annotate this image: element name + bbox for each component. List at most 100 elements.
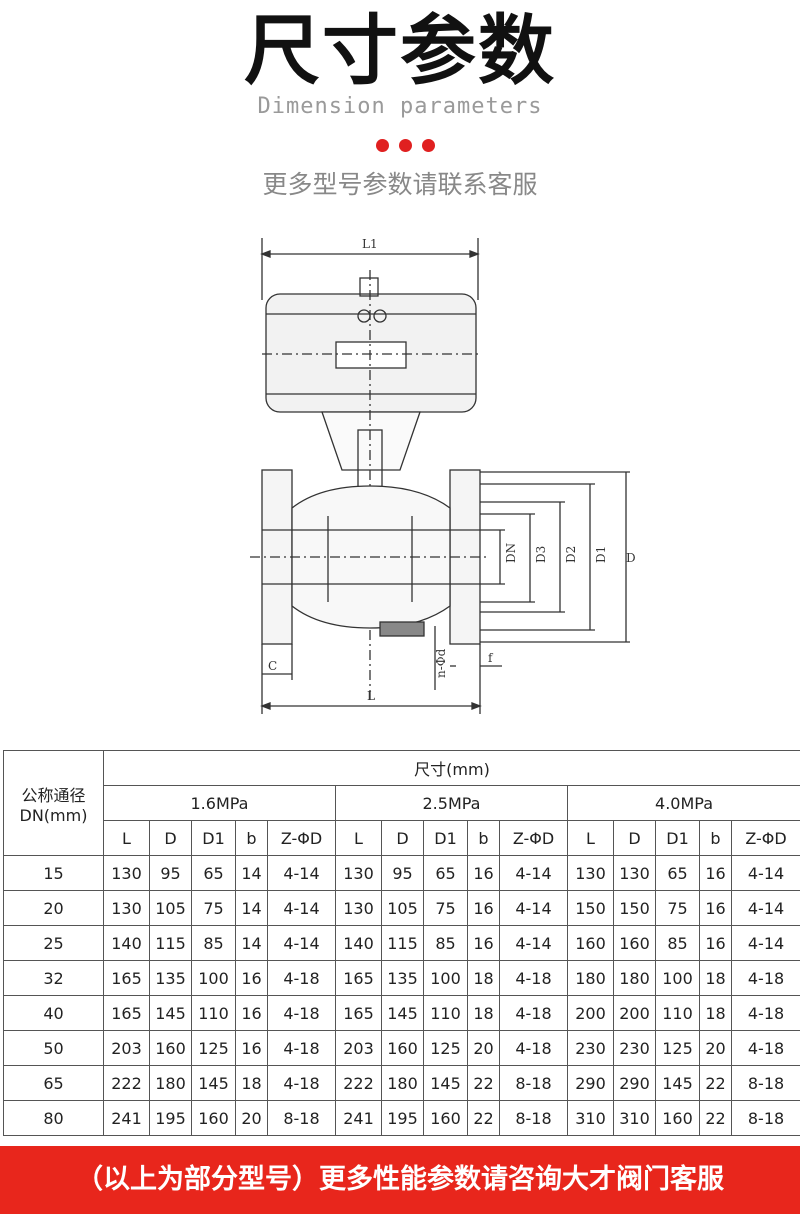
cell-value: 165 [335,960,382,996]
cell-value: 165 [103,995,150,1031]
column-header: D1 [655,820,700,856]
cell-value: 150 [613,890,656,926]
cell-value: 241 [103,1100,150,1136]
cell-value: 16 [235,1030,268,1066]
cell-value: 18 [467,995,500,1031]
cell-value: 160 [655,1100,700,1136]
cell-value: 14 [235,925,268,961]
header-pressure-40: 4.0MPa [566,785,800,821]
label-d: D [626,551,636,565]
cell-value: 22 [467,1100,500,1136]
label-c: C [268,659,277,673]
cell-value: 4-18 [267,995,336,1031]
cell-value: 203 [103,1030,150,1066]
cell-value: 8-18 [267,1100,336,1136]
cell-value: 160 [567,925,614,961]
cell-value: 18 [699,960,732,996]
cell-value: 8-18 [499,1065,568,1101]
column-header: Z-ΦD [267,820,336,856]
cell-value: 14 [235,855,268,891]
column-header: Z-ΦD [730,820,800,856]
cell-value: 4-14 [730,890,800,926]
cell-value: 222 [103,1065,150,1101]
cell-value: 14 [235,890,268,926]
cell-value: 8-18 [730,1100,800,1136]
cell-value: 20 [699,1030,732,1066]
cell-value: 165 [335,995,382,1031]
cell-value: 16 [699,890,732,926]
cell-value: 4-18 [267,1030,336,1066]
cell-dn: 40 [3,995,104,1031]
cell-value: 290 [567,1065,614,1101]
cell-value: 145 [655,1065,700,1101]
cell-value: 135 [149,960,192,996]
cell-value: 4-14 [267,855,336,891]
cell-value: 140 [335,925,382,961]
cell-value: 4-14 [267,925,336,961]
page-title: 尺寸参数 [244,6,556,95]
cell-value: 16 [699,855,732,891]
cell-value: 4-18 [499,960,568,996]
header-pressure-25: 2.5MPa [335,785,568,821]
page-subtitle: Dimension parameters [257,94,543,119]
cell-dn: 50 [3,1030,104,1066]
cell-value: 160 [149,1030,192,1066]
dimension-table: 公称通径 DN(mm) 尺寸(mm) 1.6MPa 2.5MPa 4.0MPa … [3,750,800,1136]
cell-value: 16 [235,960,268,996]
cell-value: 4-14 [730,855,800,891]
cell-value: 4-18 [267,1065,336,1101]
cell-dn: 20 [3,890,104,926]
cell-value: 180 [149,1065,192,1101]
cell-value: 241 [335,1100,382,1136]
valve-dimension-drawing: L1 L C f n-Φd DN D3 D2 D1 D [250,237,636,714]
cell-value: 4-18 [267,960,336,996]
cell-value: 130 [335,890,382,926]
column-header: L [335,820,382,856]
header-size: 尺寸(mm) [102,750,800,786]
cell-value: 180 [381,1065,424,1101]
cell-value: 65 [423,855,468,891]
cell-value: 16 [699,925,732,961]
column-header: D [613,820,656,856]
cell-dn: 15 [3,855,104,891]
cell-value: 16 [467,855,500,891]
column-header: b [235,820,268,856]
cell-value: 310 [567,1100,614,1136]
cell-value: 150 [567,890,614,926]
cell-value: 130 [567,855,614,891]
cell-value: 4-14 [499,925,568,961]
cell-value: 65 [655,855,700,891]
column-header: b [699,820,732,856]
header-dn: 公称通径 DN(mm) [3,750,104,856]
column-header: L [103,820,150,856]
cell-value: 310 [613,1100,656,1136]
column-header: D [381,820,424,856]
column-header: D [149,820,192,856]
cell-value: 22 [699,1100,732,1136]
cell-value: 75 [191,890,236,926]
header-pressure-16: 1.6MPa [103,785,336,821]
cell-value: 125 [655,1030,700,1066]
header-dn-line2: DN(mm) [19,805,88,825]
cell-value: 165 [103,960,150,996]
label-f: f [488,651,494,665]
cell-value: 16 [467,925,500,961]
cell-value: 110 [191,995,236,1031]
cell-dn: 80 [3,1100,104,1136]
cell-value: 115 [381,925,424,961]
cell-value: 100 [423,960,468,996]
cell-dn: 65 [3,1065,104,1101]
column-header: D1 [191,820,236,856]
cell-value: 18 [467,960,500,996]
label-d1: D1 [594,546,608,563]
cell-value: 4-14 [730,925,800,961]
cell-value: 160 [191,1100,236,1136]
cell-value: 20 [467,1030,500,1066]
cell-value: 145 [423,1065,468,1101]
cell-value: 16 [467,890,500,926]
cell-value: 195 [149,1100,192,1136]
cell-value: 140 [103,925,150,961]
cell-value: 4-14 [267,890,336,926]
